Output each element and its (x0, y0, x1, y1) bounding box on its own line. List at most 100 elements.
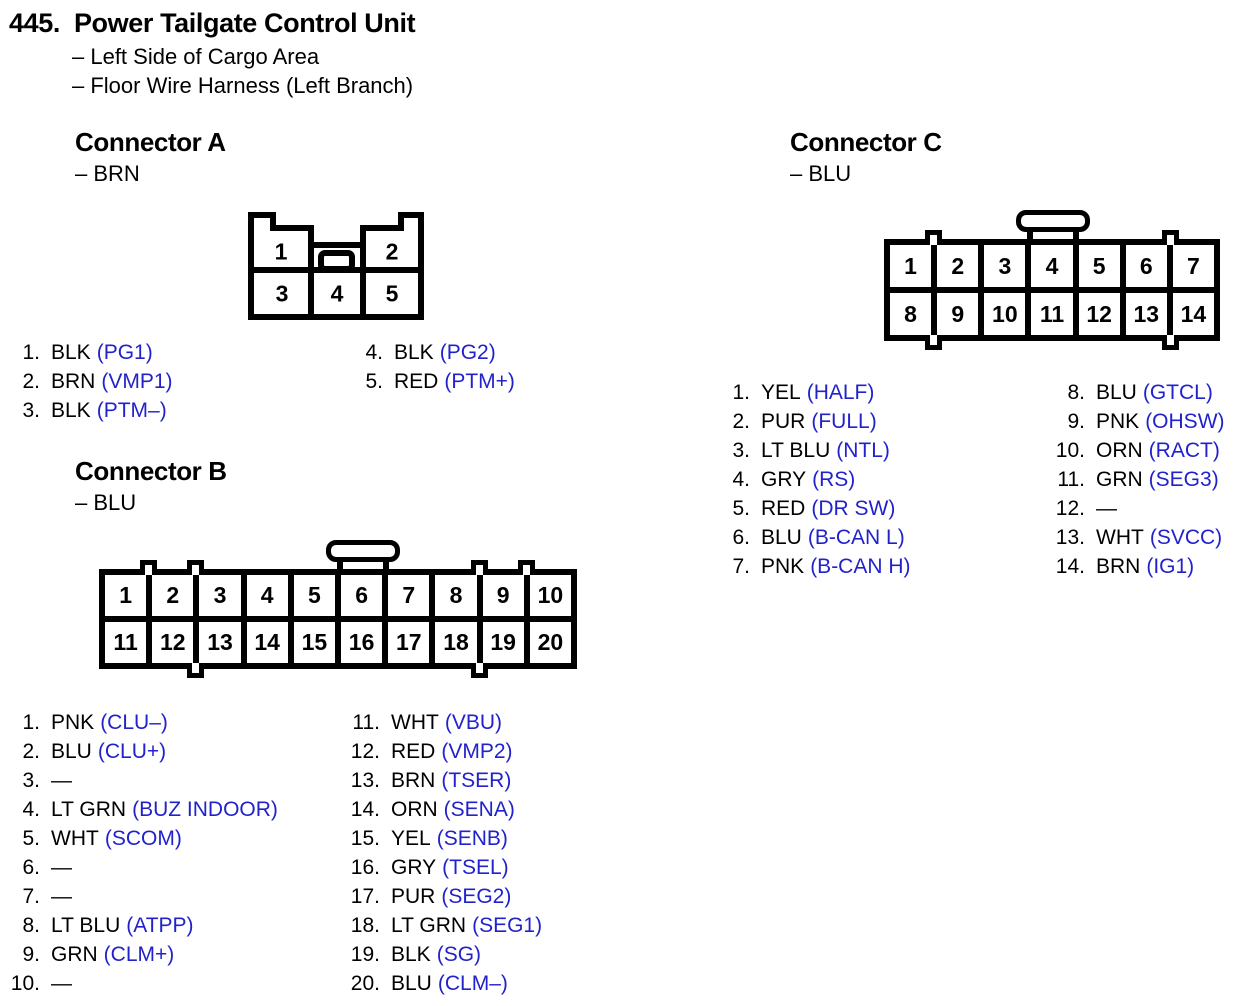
pin-row: 2. PUR(FULL) (724, 407, 911, 436)
pin-row: 5.WHT(SCOM) (6, 824, 278, 853)
pin-row: 6.BLU(B-CAN L) (724, 523, 911, 552)
pin-signal-name: (SVCC) (1149, 526, 1223, 549)
pin-wire-color: ORN (1096, 439, 1143, 462)
pin-signal-name: (GTCL) (1142, 381, 1213, 404)
index-tab-icon (925, 230, 942, 245)
pin-wire-color: WHT (1096, 526, 1144, 549)
pin-number: 9. (22, 943, 40, 966)
pin-row: 4.BLK(PG2) (357, 338, 515, 367)
connector-c-heading: Connector C (790, 127, 942, 157)
pin-number: 14. (350, 798, 380, 821)
pin-cavity-number: 8 (432, 572, 480, 619)
pin-cavity-number: 2 (149, 572, 197, 619)
pin-cavity-number: 13 (196, 619, 244, 666)
pin-row: 12.RED(VMP2) (342, 737, 542, 766)
pin-signal-name: (VMP1) (101, 370, 173, 393)
pin-wire-color: LT GRN (391, 914, 467, 937)
pin-cavity-number: 2 (385, 238, 399, 265)
pin-wire-color: LT GRN (51, 798, 127, 821)
pin-signal-name: (SENB) (436, 827, 508, 850)
pin-wire-color: BRN (1096, 555, 1141, 578)
pin-signal-name: (HALF) (806, 381, 875, 404)
pin-cavity-number: 19 (479, 619, 527, 666)
pin-signal-name: (TSER) (441, 769, 512, 792)
pin-number: 15. (350, 827, 380, 850)
pin-wire-color: PUR (391, 885, 436, 908)
pin-signal-name: (RACT) (1148, 439, 1220, 462)
location-line-2: – Floor Wire Harness (Left Branch) (72, 73, 414, 98)
pin-row: 15.YEL(SENB) (342, 824, 542, 853)
pin-row: 6.— (6, 853, 278, 882)
section-title: Power Tailgate Control Unit (73, 8, 416, 38)
pin-wire-color: WHT (391, 711, 439, 734)
pin-cavity-number: 6 (338, 572, 386, 619)
pin-signal-name: (CLU+) (97, 740, 167, 763)
pin-number: 2. (732, 410, 750, 433)
pin-number: 5. (365, 370, 383, 393)
pin-signal-name: (FULL) (811, 410, 877, 433)
pin-signal-name: (SEG1) (472, 914, 543, 937)
pin-number: 6. (732, 526, 750, 549)
pin-cavity-number: 5 (1075, 242, 1123, 290)
connector-a-pin-list-left: 1.BLK(PG1)2.BRN(VMP1)3.BLK(PTM–) (14, 338, 173, 425)
pin-row: 13.WHT(SVCC) (1047, 523, 1225, 552)
pin-wire-color: BLU (391, 972, 432, 995)
index-tab-icon (140, 560, 157, 575)
pin-wire-color: PUR (761, 410, 806, 433)
pin-number: 1. (732, 381, 750, 404)
pin-number: 10. (10, 972, 40, 995)
pin-number: 1. (22, 341, 40, 364)
pin-row: 18.LT GRN(SEG1) (342, 911, 542, 940)
pin-wire-color: — (51, 885, 72, 908)
pin-wire-color: GRN (1096, 468, 1143, 491)
pin-wire-color: PNK (1096, 410, 1140, 433)
pin-number: 11. (352, 711, 380, 734)
pin-cavity-number: 14 (1169, 290, 1217, 338)
index-tab-icon (187, 663, 204, 678)
pin-wire-color: LT BLU (761, 439, 831, 462)
pin-cavity-number: 5 (290, 572, 338, 619)
latch-leg-icon (337, 558, 343, 575)
pin-number: 14. (1055, 555, 1085, 578)
pin-number: 9. (1067, 410, 1085, 433)
pin-cavity-number: 17 (385, 619, 433, 666)
pin-wire-color: — (1096, 497, 1117, 520)
pin-row: 1.YEL(HALF) (724, 378, 911, 407)
pin-number: 16. (350, 856, 380, 879)
pin-number: 19. (350, 943, 380, 966)
pin-number: 5. (22, 827, 40, 850)
pin-cavity-number: 7 (1169, 242, 1217, 290)
pin-row: 13.BRN(TSER) (342, 766, 542, 795)
pin-cavity-number: 11 (1028, 290, 1076, 338)
pin-signal-name: (PG1) (96, 341, 153, 364)
pin-number: 2. (22, 740, 40, 763)
pin-wire-color: BLK (51, 399, 91, 422)
pin-wire-color: WHT (51, 827, 99, 850)
pin-row: 8.BLU(GTCL) (1047, 378, 1225, 407)
pin-cavity-number: 15 (290, 619, 338, 666)
index-tab-icon (518, 560, 535, 575)
pin-number: 3. (732, 439, 750, 462)
index-tab-icon (1162, 335, 1179, 350)
latch-leg-icon (1073, 228, 1079, 245)
pin-row: 11.WHT(VBU) (342, 708, 542, 737)
pin-cavity-number: 1 (274, 238, 288, 265)
pin-signal-name: (CLM–) (437, 972, 508, 995)
pin-cavity-number: 1 (102, 572, 150, 619)
pin-wire-color: LT BLU (51, 914, 121, 937)
pin-number: 4. (365, 341, 383, 364)
pin-wire-color: BRN (391, 769, 436, 792)
pin-row: 5.RED(PTM+) (357, 367, 514, 396)
pin-signal-name: (CLM+) (103, 943, 175, 966)
pin-number: 1. (22, 711, 40, 734)
pin-row: 3.LT BLU(NTL) (724, 436, 911, 465)
pin-row: 1. BLK(PG1) (14, 338, 173, 367)
section-number: 445. (9, 8, 60, 38)
latch-leg-icon (1027, 228, 1033, 245)
pin-row: 19.BLK(SG) (342, 940, 542, 969)
pin-wire-color: BLK (51, 341, 91, 364)
pin-wire-color: RED (761, 497, 806, 520)
index-tab-icon (1162, 230, 1179, 245)
